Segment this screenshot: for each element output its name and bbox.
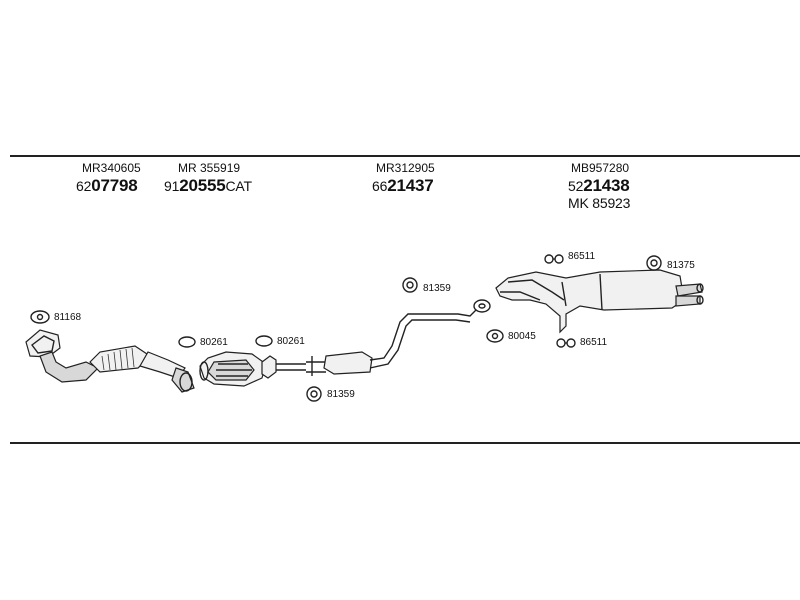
middle-pipe-part <box>306 299 491 376</box>
kit-number: MK 85923 <box>568 195 631 211</box>
bottom-rule <box>10 442 800 444</box>
gasket-icon-81359-upper <box>402 277 418 293</box>
callout-81168: 81168 <box>54 312 82 323</box>
hanger-icon-86511-top <box>544 254 564 264</box>
part-number-4: MB957280 <box>571 161 630 175</box>
callout-81359-lower: 81359 <box>327 389 355 400</box>
catalytic-converter-part <box>199 351 267 387</box>
callout-81375: 81375 <box>667 260 695 271</box>
hanger-icon-86511-bottom <box>556 338 576 348</box>
part-number-3: MR312905 <box>376 161 435 175</box>
gasket-icon-80045 <box>486 329 504 343</box>
gasket-icon-81359-lower <box>306 386 322 402</box>
callout-80261-front: 80261 <box>200 337 228 348</box>
gasket-icon-81168 <box>30 310 50 324</box>
part-code-3: 6621437 <box>372 176 434 195</box>
rubber-ring-icon-81375 <box>646 255 662 271</box>
part-code-2: 9120555CAT <box>164 176 252 195</box>
part-number-2: MR 355919 <box>178 161 241 175</box>
callout-86511-top: 86511 <box>568 251 596 262</box>
part-code-1: 6207798 <box>76 176 138 195</box>
gasket-icon-80261-rear <box>255 335 273 347</box>
top-rule <box>10 155 800 157</box>
part-number-1: MR340605 <box>82 161 141 175</box>
callout-81359-upper: 81359 <box>423 283 451 294</box>
part-code-4: 5221438 <box>568 176 630 195</box>
rear-silencer-part <box>495 269 704 334</box>
connector-part <box>261 355 306 379</box>
front-pipe-part <box>25 329 195 393</box>
callout-86511-bottom: 86511 <box>580 337 608 348</box>
gasket-icon-80261-front <box>178 336 196 348</box>
callout-80261-rear: 80261 <box>277 336 305 347</box>
callout-80045: 80045 <box>508 331 536 342</box>
